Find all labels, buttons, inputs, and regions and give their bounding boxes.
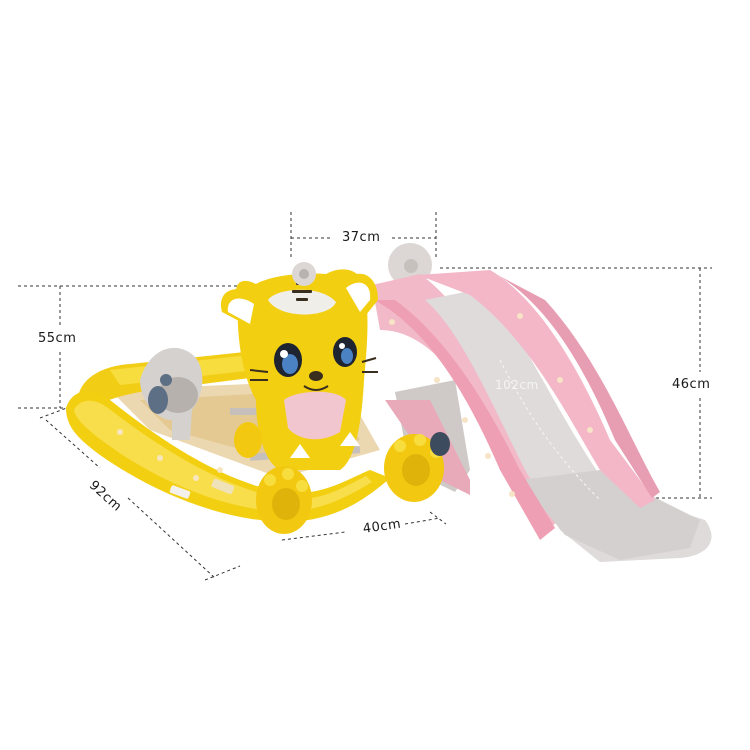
slide	[372, 243, 712, 562]
right-paw	[384, 432, 450, 502]
dimension-slide-height: 46cm	[672, 377, 711, 392]
front-paw	[256, 466, 312, 534]
dimension-top-width: 37cm	[342, 230, 381, 245]
rocker	[66, 262, 450, 534]
dimension-slide-length: 102cm	[495, 378, 539, 392]
dimension-rocker-height: 55cm	[38, 331, 77, 346]
